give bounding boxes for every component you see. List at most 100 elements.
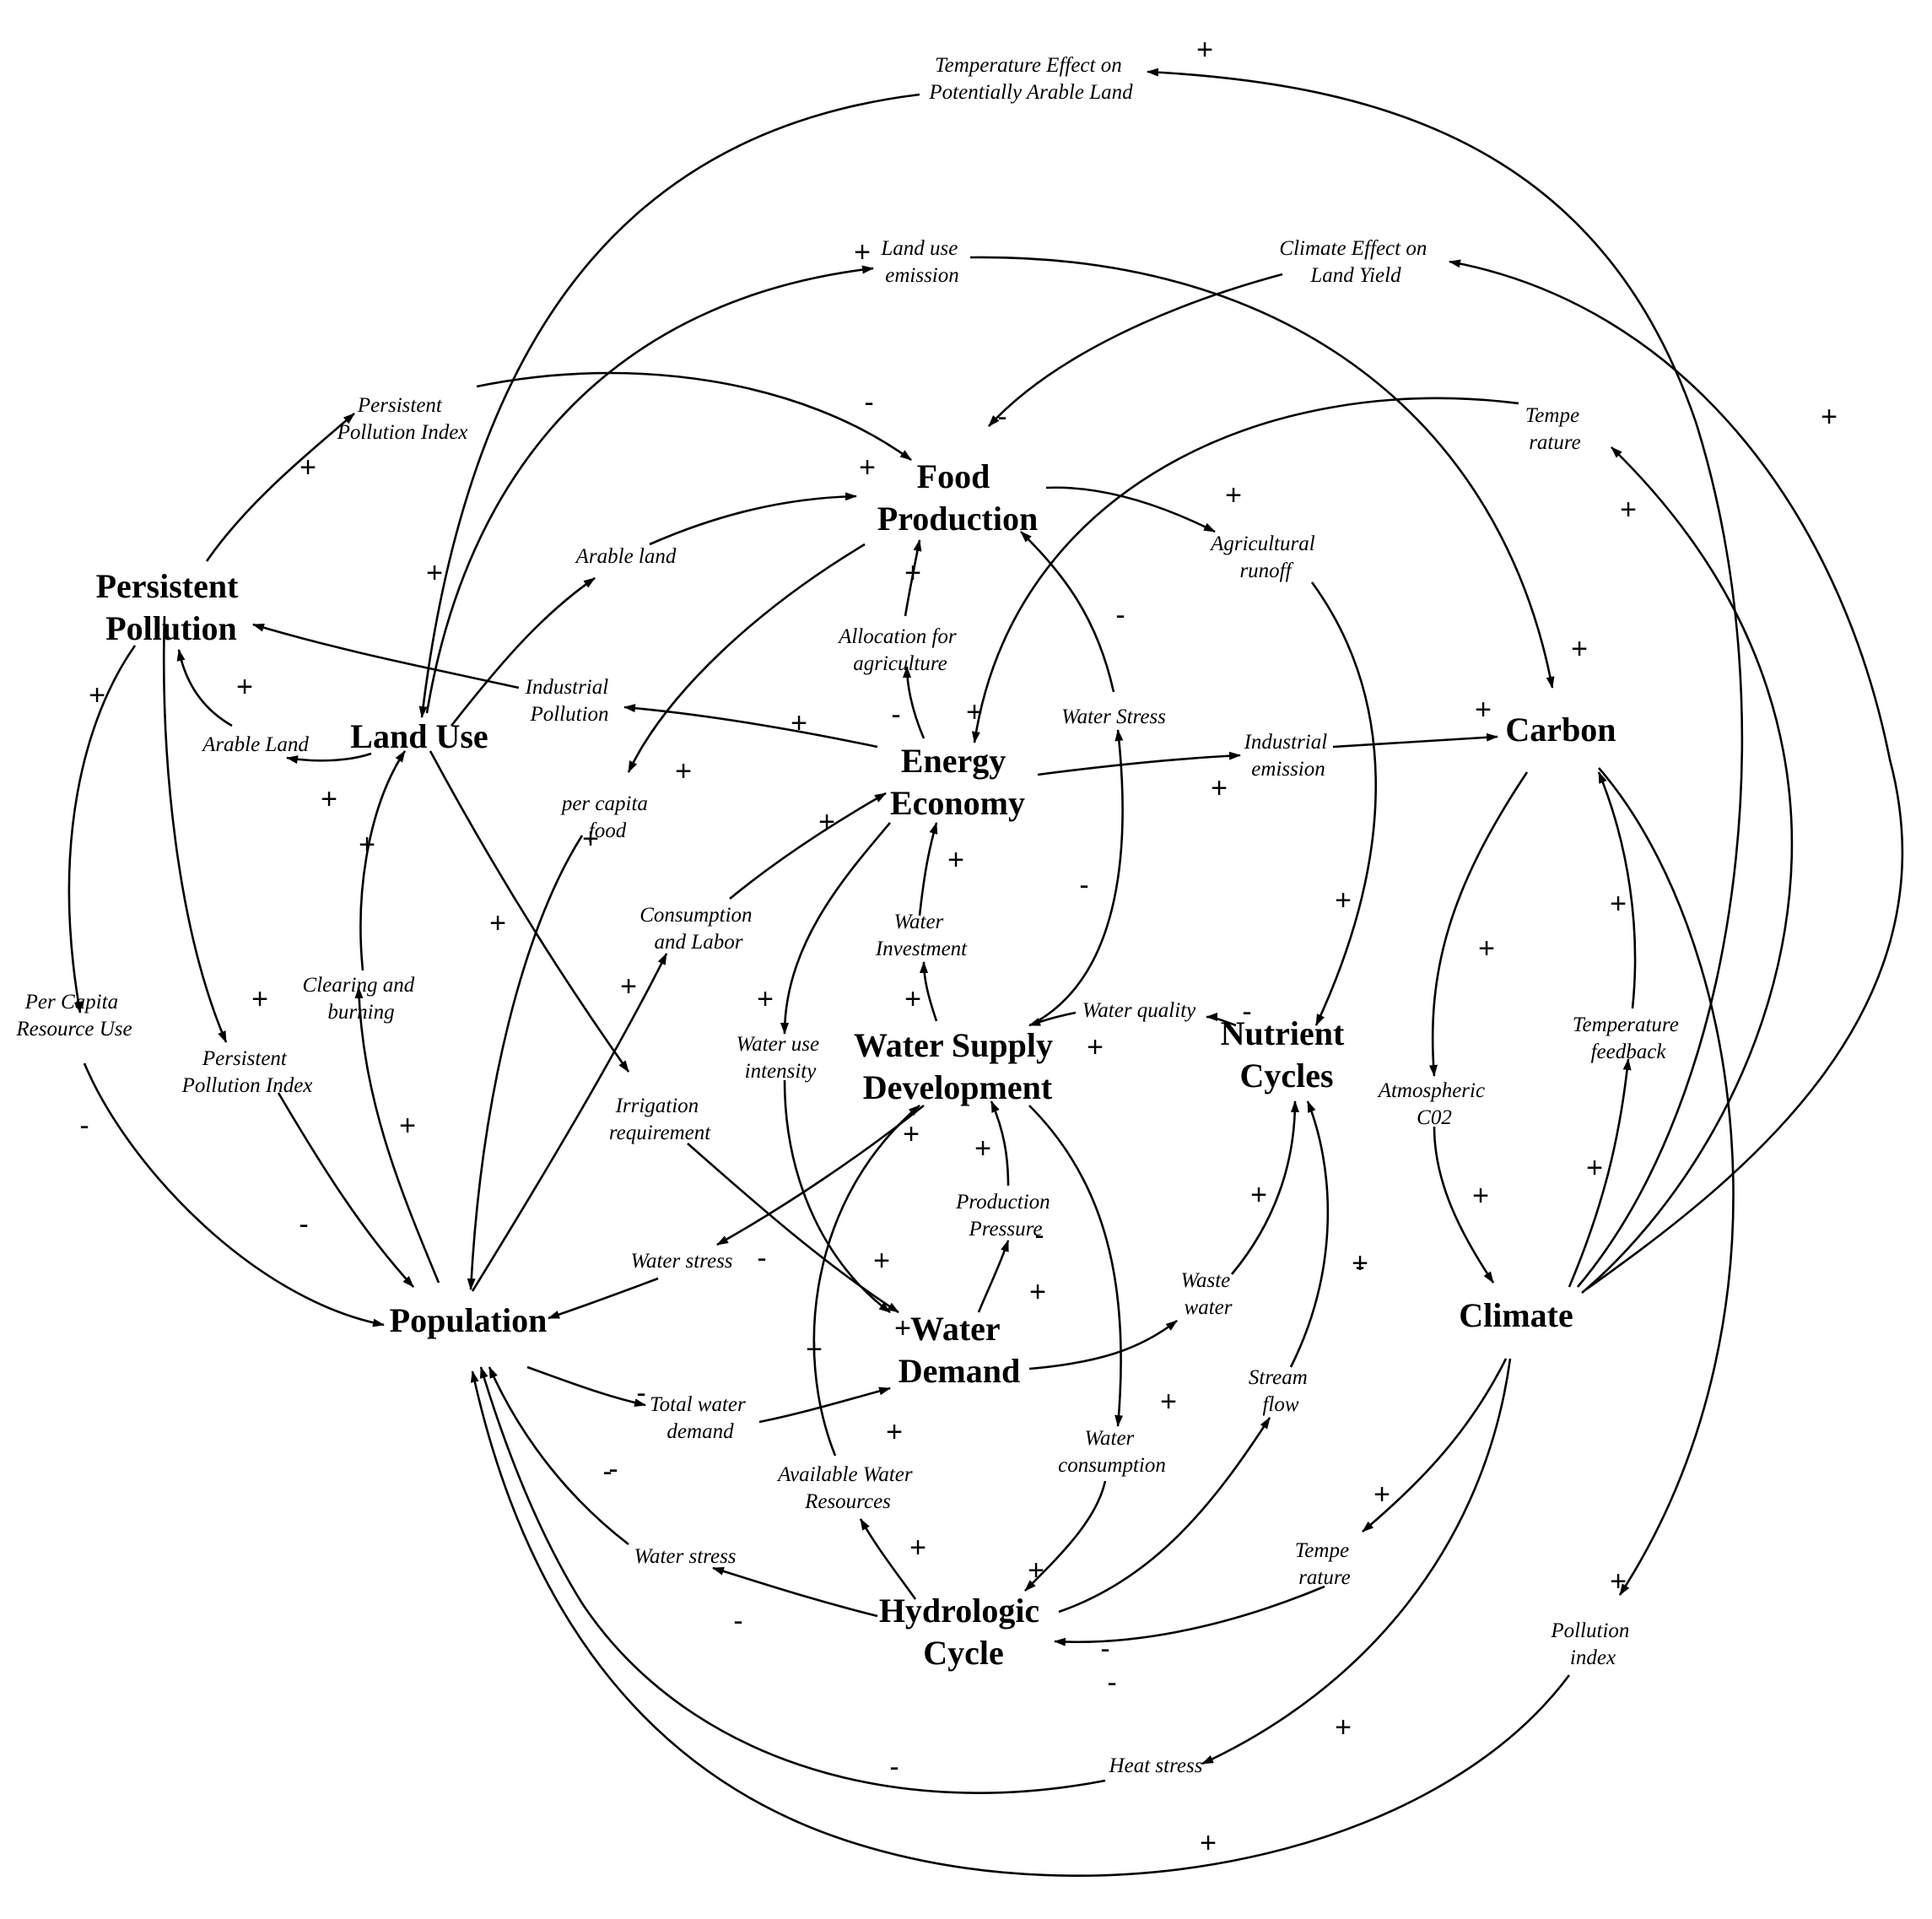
edge-climate-to-temperature-top — [1581, 446, 1794, 1294]
edge-irrigation-to-water-demand — [687, 1143, 899, 1314]
edge-temp-effect-to-land-use — [418, 93, 920, 718]
polarity-mark: - — [997, 401, 1006, 433]
edge-carbon-to-atmospheric-co2 — [1428, 771, 1529, 1077]
polarity-mark: + — [1200, 1827, 1217, 1859]
edge-water-stress-low-to-population — [488, 1366, 629, 1546]
node-nutrient-cycles: Nutrient Cycles — [1221, 1014, 1353, 1095]
edge-climate-to-climate-effect — [1449, 259, 1904, 1291]
polarity-mark: + — [854, 236, 871, 268]
edge-ppi-lower-to-population — [277, 1092, 414, 1288]
edge-carbon-to-pollution-index — [1598, 767, 1735, 1596]
edge-energy-to-water-use-intensity — [780, 822, 891, 1035]
var-water-quality: Water quality — [1082, 999, 1196, 1022]
polarity-mark: + — [1087, 1031, 1104, 1063]
edge-pp-to-per-capita-resource — [67, 645, 137, 1014]
edge-wsd-to-water-stress-top — [1037, 729, 1124, 1023]
polarity-mark: + — [966, 696, 983, 728]
var-irrigation-requirement: Irrigation requirement — [609, 1095, 711, 1144]
var-climate-effect-land-yield: Climate Effect on Land Yield — [1279, 237, 1432, 287]
var-temperature-feedback: Temperature feedback — [1573, 1014, 1684, 1063]
polarity-mark: + — [321, 783, 337, 815]
edge-pp-to-ppi-top — [205, 413, 355, 562]
var-industrial-emission: Industrial emission — [1244, 731, 1333, 781]
polarity-mark: + — [974, 1132, 991, 1165]
polarity-mark: + — [1211, 772, 1228, 804]
edge-stream-flow-to-nutrient — [1289, 1100, 1330, 1368]
node-climate: Climate — [1459, 1296, 1573, 1334]
polarity-mark: + — [886, 1416, 903, 1448]
edge-heat-stress-to-population — [479, 1366, 1106, 1794]
polarity-mark: + — [620, 970, 637, 1003]
edge-per-capita-food-to-population — [467, 835, 584, 1290]
polarity-mark: - — [733, 1605, 742, 1637]
edge-population-to-consumption — [471, 953, 668, 1292]
edge-pp-to-ppi-lower — [162, 615, 228, 1043]
polarity-mark: - — [757, 1242, 766, 1274]
nodes: Food Production Persistent Pollution Lan… — [96, 457, 1616, 1672]
polarity-mark: + — [1571, 633, 1588, 665]
edge-water-demand-to-waste-water — [1028, 1319, 1178, 1370]
edge-water-quality-to-wsd — [1028, 1011, 1077, 1027]
polarity-mark: + — [904, 557, 921, 589]
polarity-mark: + — [426, 557, 443, 589]
var-persistent-pollution-index-top: Persistent Pollution Index — [337, 394, 468, 444]
polarity-mark: - — [889, 1751, 899, 1783]
edge-climate-to-temp-effect — [1147, 68, 1744, 1288]
var-water-consumption: Water consumption — [1058, 1427, 1166, 1477]
polarity-mark: + — [904, 983, 921, 1015]
var-water-stress-mid: Water stress — [630, 1250, 732, 1273]
edge-ppi-top-to-food — [476, 371, 912, 462]
polarity-mark: + — [1160, 1386, 1177, 1418]
node-population: Population — [390, 1301, 548, 1339]
edge-allocation-to-food — [904, 539, 922, 617]
polarity-mark: + — [894, 1312, 911, 1344]
polarity-mark: + — [236, 671, 253, 703]
polarity-mark: + — [359, 829, 375, 861]
polarity-mark: + — [806, 1333, 823, 1365]
var-temperature-low: Tempe rature — [1295, 1539, 1355, 1589]
var-stream-flow: Stream flow — [1249, 1366, 1313, 1416]
edges — [67, 68, 1904, 1877]
polarity-mark: + — [1620, 494, 1637, 526]
polarity-mark: + — [1610, 888, 1627, 920]
var-consumption-and-labor: Consumption and Labor — [640, 904, 758, 954]
edge-production-pressure-to-wsd — [990, 1100, 1010, 1187]
edge-energy-to-industrial-pollution — [623, 704, 878, 749]
edge-wsd-to-water-investment — [920, 961, 938, 1022]
node-energy-economy: Energy Economy — [890, 742, 1025, 822]
edge-climate-to-heat-stress — [1201, 1358, 1512, 1765]
var-water-stress-low: Water stress — [634, 1545, 736, 1568]
polarity-mark: - — [1355, 1251, 1364, 1283]
polarity-mark: + — [1373, 1478, 1390, 1511]
var-total-water-demand: Total water demand — [650, 1393, 751, 1443]
edge-temp-feedback-to-carbon — [1597, 771, 1637, 1009]
polarity-mark: - — [1100, 1633, 1109, 1665]
edge-energy-to-industrial-emission — [1037, 751, 1241, 776]
edge-food-to-agricultural-runoff — [1045, 486, 1216, 533]
polarity-mark: - — [864, 387, 873, 419]
polarity-mark: - — [1242, 996, 1251, 1028]
edge-population-to-total-water-demand — [526, 1365, 646, 1408]
polarity-mark: + — [757, 983, 774, 1015]
var-atmospheric-co2: Atmospheric C02 — [1377, 1079, 1491, 1129]
var-arable-land-lower: Arable Land — [201, 733, 309, 756]
edge-arable-upper-to-food — [649, 492, 857, 546]
edge-population-to-clearing — [354, 987, 440, 1284]
polarity-mark: + — [1610, 1565, 1627, 1597]
edge-land-use-to-irrigation — [429, 750, 630, 1073]
edge-hydrologic-to-water-stress-low — [712, 1566, 878, 1618]
polarity-mark: + — [818, 806, 835, 838]
polarity-mark: + — [903, 1118, 920, 1150]
polarity-marks: + - + + + - + - + + + + + + + - + + + + … — [79, 34, 1838, 1859]
polarity-mark: + — [1029, 1276, 1046, 1308]
polarity-mark: - — [1079, 869, 1088, 901]
polarity-mark: + — [399, 1110, 416, 1142]
edge-climate-to-temperature-low — [1362, 1358, 1508, 1532]
polarity-mark: + — [859, 451, 876, 484]
var-heat-stress: Heat stress — [1109, 1754, 1203, 1777]
polarity-mark: + — [675, 755, 692, 787]
polarity-mark: + — [1225, 479, 1242, 511]
edge-total-water-demand-to-water-demand — [758, 1387, 891, 1424]
var-arable-land-upper: Arable land — [575, 545, 677, 568]
polarity-mark: - — [602, 1456, 612, 1488]
